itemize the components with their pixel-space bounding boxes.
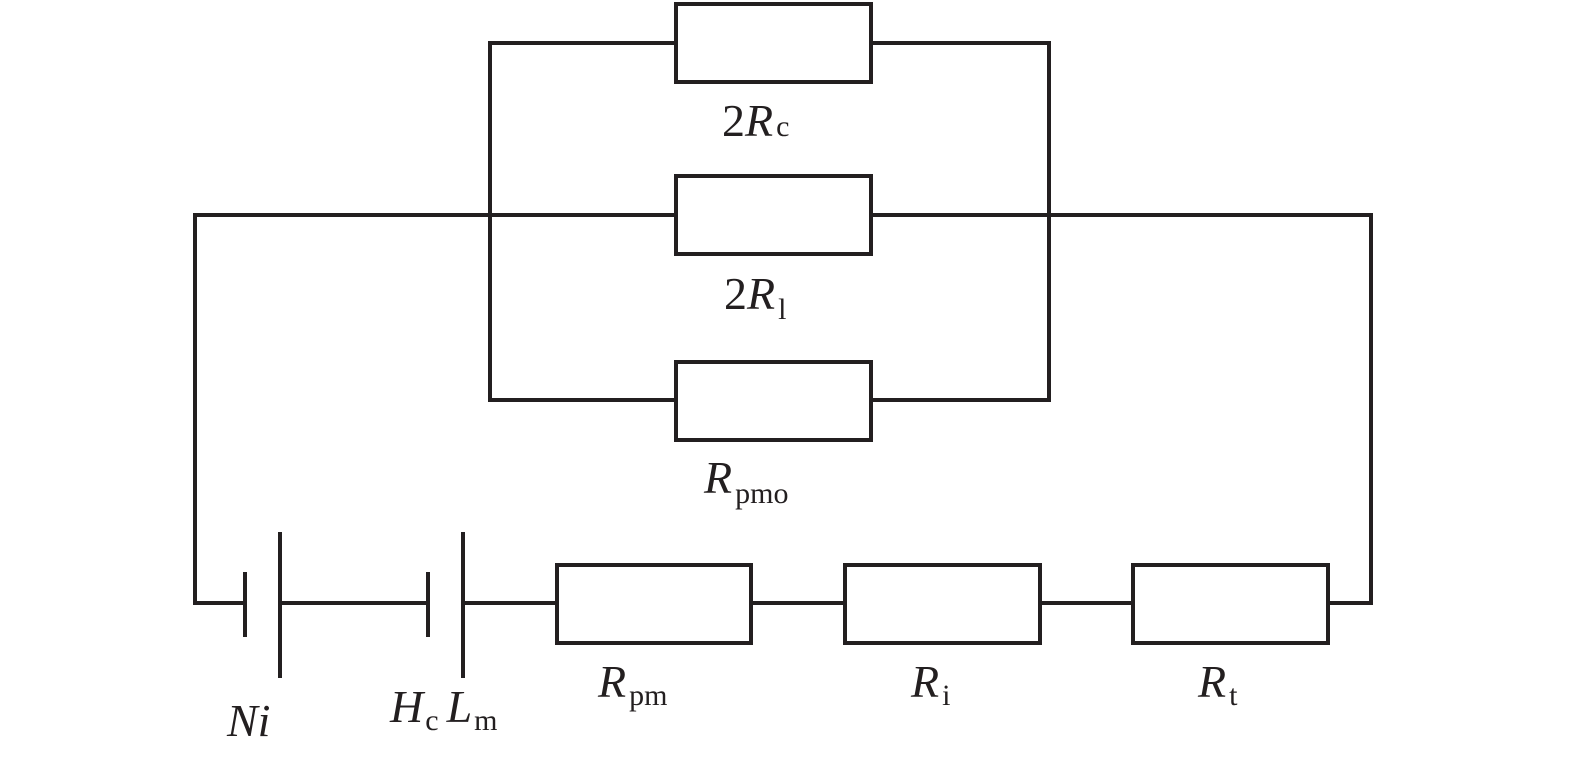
source-hclm [426,532,465,678]
resistor-2rl [674,174,873,256]
wire-top-branch-right [869,41,1051,402]
wire-right-loop [869,213,1373,605]
resistor-2rc [674,2,873,84]
label-ni: Ni [226,695,270,746]
resistor-ri [843,563,1042,645]
resistor-rpmo [674,360,873,442]
wire-top-branch [488,41,678,402]
wire-left-loop [193,213,678,605]
source-ni [243,532,282,678]
resistor-rt [1131,563,1330,645]
resistor-rpm [555,563,753,645]
wires [193,41,1373,605]
